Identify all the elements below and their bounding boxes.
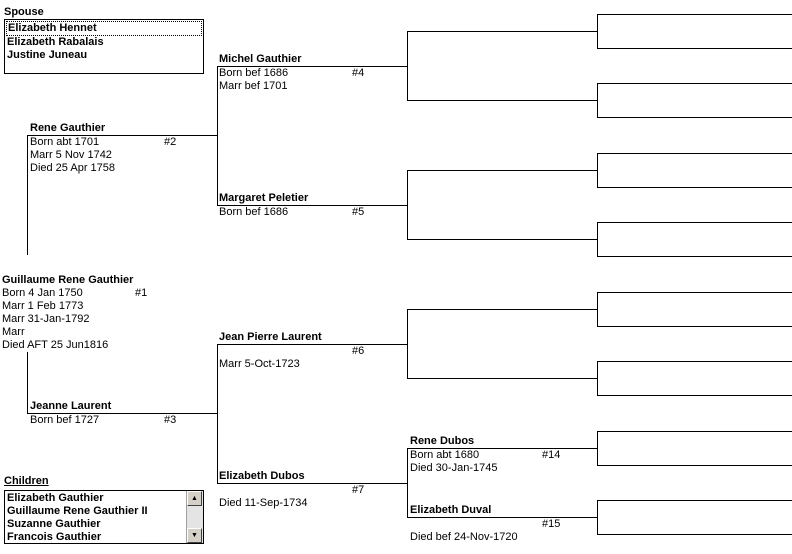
person-4-detail: Born bef 1686 bbox=[219, 67, 289, 79]
person-1-number: #1 bbox=[135, 287, 148, 299]
connector-line bbox=[27, 413, 217, 414]
person-2-name[interactable]: Rene Gauthier bbox=[30, 122, 106, 134]
connector-line bbox=[407, 170, 408, 240]
ancestor-slot-9[interactable] bbox=[597, 83, 792, 118]
person-1-detail: Marr bbox=[2, 326, 25, 338]
child-item[interactable]: Suzanne Gauthier bbox=[7, 518, 101, 530]
person-4-number: #4 bbox=[352, 67, 365, 79]
person-1-detail: Died AFT 25 Jun1816 bbox=[2, 339, 109, 351]
person-1-detail: Marr 31-Jan-1792 bbox=[2, 313, 90, 325]
person-6-number: #6 bbox=[352, 345, 365, 357]
scroll-down-icon[interactable]: ▼ bbox=[187, 528, 202, 543]
person-5-number: #5 bbox=[352, 206, 365, 218]
connector-line bbox=[407, 309, 597, 310]
spouse-item[interactable]: Elizabeth Hennet bbox=[6, 21, 202, 36]
ancestor-slot-12[interactable] bbox=[597, 292, 792, 327]
ancestor-slot-13[interactable] bbox=[597, 361, 792, 396]
person-3-number: #3 bbox=[164, 414, 177, 426]
children-scrollbar[interactable]: ▲ ▼ bbox=[186, 491, 203, 543]
person-14-detail: Died 30-Jan-1745 bbox=[410, 462, 498, 474]
ancestor-slot-10[interactable] bbox=[597, 153, 792, 188]
child-item[interactable]: Elizabeth Gauthier bbox=[7, 492, 104, 504]
connector-line bbox=[407, 170, 597, 171]
connector-line bbox=[407, 517, 597, 518]
connector-line bbox=[217, 344, 218, 484]
connector-line bbox=[217, 344, 407, 345]
ancestor-slot-30[interactable] bbox=[597, 500, 792, 535]
person-6-detail: Marr 5-Oct-1723 bbox=[219, 358, 300, 370]
person-1-name[interactable]: Guillaume Rene Gauthier bbox=[2, 274, 134, 286]
connector-line bbox=[27, 135, 217, 136]
connector-line bbox=[407, 448, 408, 518]
connector-line bbox=[217, 483, 407, 484]
child-item[interactable]: Francois Gauthier bbox=[7, 531, 102, 543]
spouse-title: Spouse bbox=[4, 6, 44, 18]
spouse-item[interactable]: Elizabeth Rabalais bbox=[7, 36, 104, 48]
child-item[interactable]: Guillaume Rene Gauthier II bbox=[7, 505, 148, 517]
person-7-detail: Died 11-Sep-1734 bbox=[219, 497, 308, 509]
person-14-name[interactable]: Rene Dubos bbox=[410, 435, 475, 447]
children-list[interactable]: Elizabeth Gauthier Guillaume Rene Gauthi… bbox=[4, 490, 204, 544]
connector-line bbox=[407, 378, 597, 379]
connector-line bbox=[217, 205, 407, 206]
person-3-name[interactable]: Jeanne Laurent bbox=[30, 400, 112, 412]
person-2-detail: Marr 5 Nov 1742 bbox=[30, 149, 112, 161]
connector-line bbox=[407, 100, 597, 101]
connector-line bbox=[407, 31, 408, 101]
spouse-item[interactable]: Justine Juneau bbox=[7, 49, 88, 61]
ancestor-slot-8[interactable] bbox=[597, 14, 792, 49]
person-5-name[interactable]: Margaret Peletier bbox=[219, 192, 309, 204]
person-15-name[interactable]: Elizabeth Duval bbox=[410, 504, 492, 516]
connector-line bbox=[407, 239, 597, 240]
person-5-detail: Born bef 1686 bbox=[219, 206, 289, 218]
person-7-number: #7 bbox=[352, 484, 365, 496]
person-15-detail: Died bef 24-Nov-1720 bbox=[410, 531, 518, 543]
connector-line bbox=[407, 448, 597, 449]
person-2-detail: Born abt 1701 bbox=[30, 136, 100, 148]
connector-line bbox=[217, 66, 218, 206]
connector-line bbox=[407, 31, 597, 32]
ancestor-slot-11[interactable] bbox=[597, 222, 792, 257]
person-1-detail: Marr 1 Feb 1773 bbox=[2, 300, 84, 312]
person-3-detail: Born bef 1727 bbox=[30, 414, 100, 426]
person-2-detail: Died 25 Apr 1758 bbox=[30, 162, 116, 174]
person-4-detail: Marr bef 1701 bbox=[219, 80, 288, 92]
connector-line bbox=[27, 135, 28, 255]
person-7-name[interactable]: Elizabeth Dubos bbox=[219, 470, 305, 482]
person-14-detail: Born abt 1680 bbox=[410, 449, 480, 461]
connector-line bbox=[217, 66, 407, 67]
person-2-number: #2 bbox=[164, 136, 177, 148]
connector-line bbox=[27, 352, 28, 413]
person-4-name[interactable]: Michel Gauthier bbox=[219, 53, 302, 65]
spouse-list[interactable]: Elizabeth Hennet Elizabeth Rabalais Just… bbox=[4, 19, 204, 74]
children-title: Children bbox=[4, 475, 49, 487]
scroll-up-icon[interactable]: ▲ bbox=[187, 491, 202, 506]
person-6-name[interactable]: Jean Pierre Laurent bbox=[219, 331, 322, 343]
ancestor-slot-28[interactable] bbox=[597, 431, 792, 466]
connector-line bbox=[407, 309, 408, 379]
person-15-number: #15 bbox=[542, 518, 561, 530]
person-1-detail: Born 4 Jan 1750 bbox=[2, 287, 83, 299]
person-14-number: #14 bbox=[542, 449, 561, 461]
